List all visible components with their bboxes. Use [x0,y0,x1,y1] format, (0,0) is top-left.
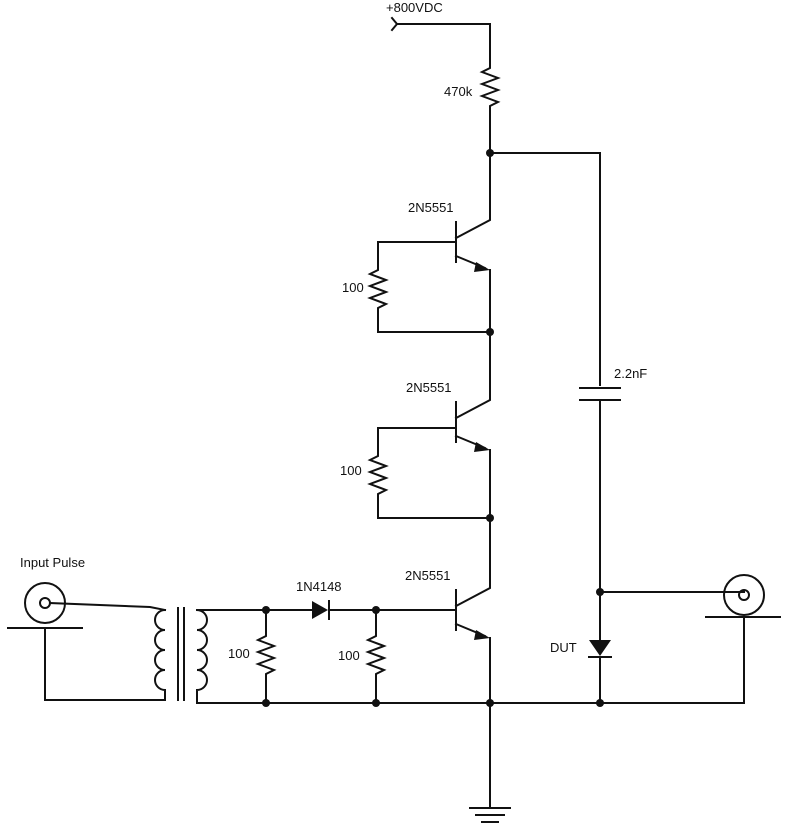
input-shunt-label: 100 [228,646,250,661]
transistor-stage3: 2N5551 [405,517,491,704]
output-connector [599,574,781,704]
dut-diode: DUT [550,591,612,704]
bias-resistor-stage2-label: 100 [340,463,362,478]
diode-1n4148: 1N4148 [265,579,377,620]
ground-symbol [469,702,511,823]
base-shunt-resistor: 100 [338,609,457,704]
node-ground-1 [262,699,270,707]
base-shunt-label: 100 [338,648,360,663]
pulse-transformer [154,607,267,704]
load-resistor-470k: 470k [444,59,501,154]
input-shunt-resistor: 100 [228,609,277,704]
bias-resistor-stage2: 100 [340,427,491,519]
supply-label: +800VDC [386,0,443,15]
wire-to-capacitor [489,152,601,386]
transistor-stage2-label: 2N5551 [406,380,452,395]
bias-resistor-stage1-label: 100 [342,280,364,295]
node-ground-2 [372,699,380,707]
capacitor-label: 2.2nF [614,366,647,381]
input-connector: Input Pulse [7,555,167,701]
supply-terminal: +800VDC [386,0,491,61]
capacitor-2-2nf: 2.2nF [579,366,647,593]
transistor-stage2: 2N5551 [406,331,491,519]
load-resistor-label: 470k [444,84,473,99]
bias-resistor-stage1: 100 [342,241,491,333]
transistor-stage1-label: 2N5551 [408,200,454,215]
dut-label: DUT [550,640,577,655]
transistor-stage1: 2N5551 [408,152,491,333]
input-label: Input Pulse [20,555,85,570]
transistor-stage3-label: 2N5551 [405,568,451,583]
diode-label: 1N4148 [296,579,342,594]
